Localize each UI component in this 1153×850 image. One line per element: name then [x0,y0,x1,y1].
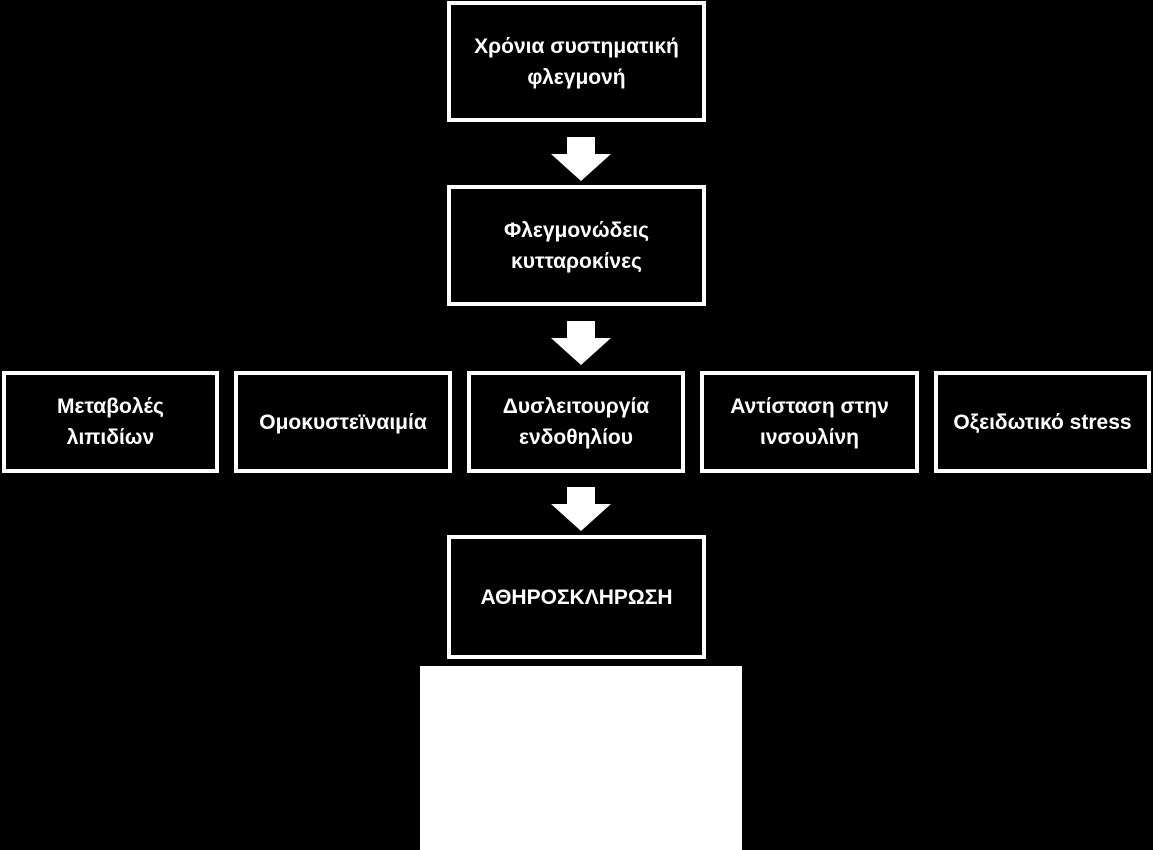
white-blank-panel [420,666,742,850]
node-insulin-resistance: Αντίσταση στην ινσουλίνη [700,371,919,473]
down-arrow-icon-1 [551,137,611,181]
node-oxidative-stress: Οξειδωτικό stress [934,371,1151,473]
down-arrow-icon-3 [551,487,611,531]
node-chronic-inflammation-label: Χρόνια συστηματική φλεγμονή [474,34,679,89]
node-endothelial-dysfunction: Δυσλειτουργία ενδοθηλίου [467,371,685,473]
node-chronic-inflammation: Χρόνια συστηματική φλεγμονή [447,1,706,122]
node-atherosclerosis-label: ΑΘΗΡΟΣΚΛΗΡΩΣΗ [480,585,673,609]
node-lipid-changes: Μεταβολές λιπιδίων [2,371,219,473]
node-atherosclerosis: ΑΘΗΡΟΣΚΛΗΡΩΣΗ [447,535,706,659]
down-arrow-icon-2 [551,321,611,365]
node-lipid-changes-label: Μεταβολές λιπιδίων [57,395,164,449]
node-endothelial-dysfunction-label: Δυσλειτουργία ενδοθηλίου [502,395,650,449]
node-insulin-resistance-label: Αντίσταση στην ινσουλίνη [730,395,889,449]
node-homocysteinemia-label: Ομοκυστεϊναιμία [259,410,427,434]
node-homocysteinemia: Ομοκυστεϊναιμία [234,371,452,473]
node-inflammatory-cytokines: Φλεγμονώδεις κυτταροκίνες [447,185,706,306]
node-oxidative-stress-label: Οξειδωτικό stress [953,410,1132,434]
node-inflammatory-cytokines-label: Φλεγμονώδεις κυτταροκίνες [503,218,650,273]
